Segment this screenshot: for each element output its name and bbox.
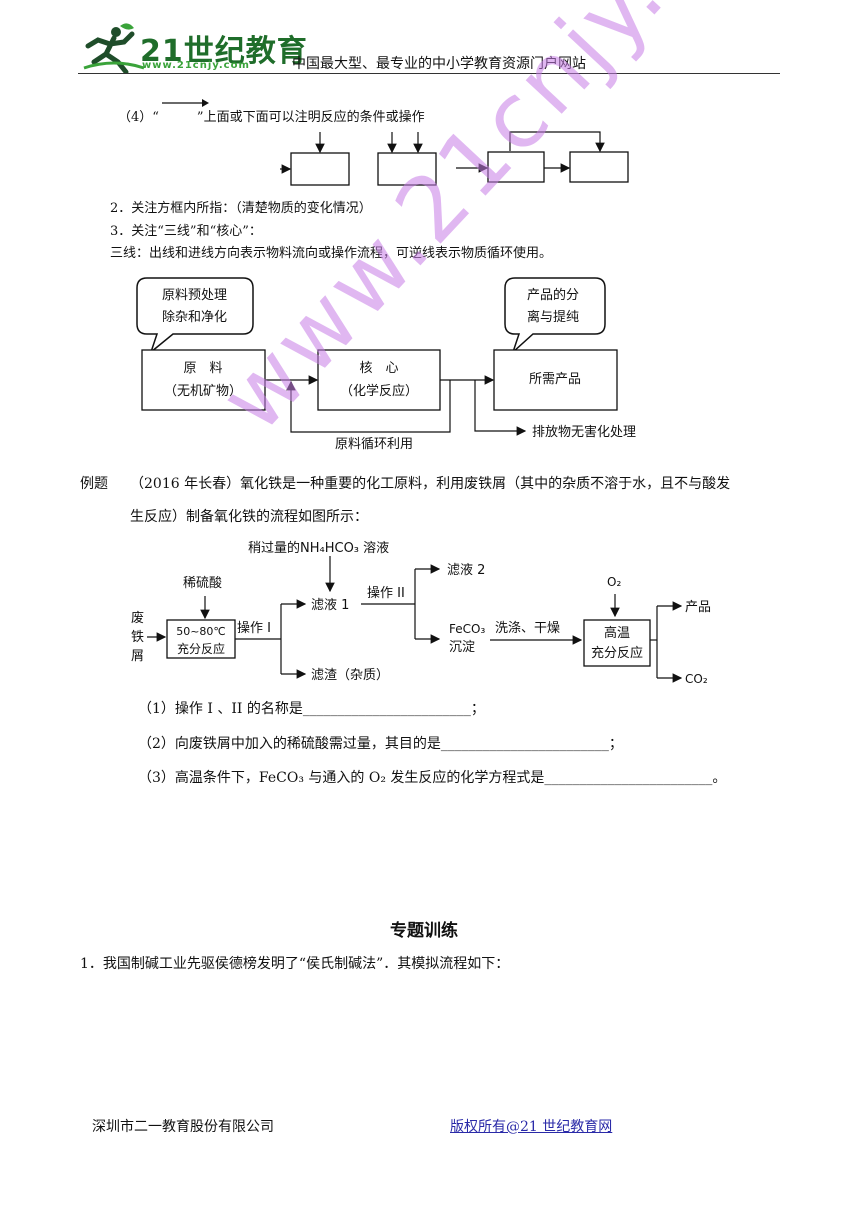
box2-line1: 高温 [604,625,630,641]
feco3-line1: FeCO₃ [449,622,485,636]
box1-line1: 50~80℃ [176,625,226,638]
bubble-left-line1: 原料预处理 [162,288,227,303]
example-label: 例题 [80,476,108,492]
question-1: （1）操作 I 、II 的名称是________________________… [138,701,485,717]
logo-text: 21世纪教育 [140,34,308,69]
question-3: （3）高温条件下，FeCO₃ 与通入的 O₂ 发生反应的化学方程式是______… [138,770,727,786]
bubble-right [504,277,606,355]
scrap-line1: 废 [131,610,144,626]
waste-label: 排放物无害化处理 [532,424,636,440]
question-2: （2）向废铁屑中加入的稀硫酸需过量，其目的是__________________… [138,736,623,752]
item-4: （4）“ ”上面或下面可以注明反应的条件或操作 [118,106,425,125]
box-product-label: 所需产品 [529,372,581,387]
feco3-line2: 沉淀 [449,640,475,655]
box2-line2: 充分反应 [591,645,643,661]
box-raw-material [141,349,266,411]
o2-label: O₂ [607,575,621,589]
annotation-examples-diagram [280,131,629,186]
filtrate2-label: 滤液 2 [447,563,485,578]
item-4-prefix: （4）“ [118,110,159,125]
item-3-detail: 三线：出线和进线方向表示物料流向或操作流程，可逆线表示物质循环使用。 [110,246,553,261]
scrap-line3: 屑 [131,649,144,664]
header-divider [78,73,780,74]
box1-line2: 充分反应 [177,641,225,656]
training-title: 专题训练 [390,921,458,941]
logo-url: www.21cnjy.com [142,60,250,71]
wash-label: 洗涤、干燥 [495,621,560,636]
logo-runner-icon [83,23,145,74]
item-2: 2．关注方框内所指：（清楚物质的变化情况） [110,201,372,216]
example-text-line1: （2016 年长春）氧化铁是一种重要的化工原料，利用废铁屑（其中的杂质不溶于水，… [130,476,731,492]
bubble-left [136,277,254,355]
item-4-text: ”上面或下面可以注明反应的条件或操作 [196,110,425,125]
arrow-icon [162,99,209,107]
box-raw-line2: （无机矿物） [164,384,242,399]
op1-label: 操作 I [237,620,271,636]
filtrate1-label: 滤液 1 [311,598,349,613]
bubble-right-line2: 离与提纯 [527,309,579,325]
reaction-box-1 [166,619,236,659]
box-product [493,349,618,411]
residue-label: 滤渣（杂质） [311,668,389,683]
box-core [317,349,441,411]
iron-oxide-flow-diagram: 稍过量的NH₄HCO₃ 溶液 稀硫酸 废 铁 屑 50~80℃ 充分反应 操作 … [131,540,711,686]
box-core-line1: 核 心 [359,361,398,376]
reaction-box-2 [583,619,651,667]
box-raw-line1: 原 料 [183,361,222,376]
scrap-line2: 铁 [131,630,144,645]
acid-label: 稀硫酸 [183,576,222,591]
footer-copyright-link[interactable]: 版权所有@21 世纪教育网 [450,1119,613,1135]
footer-company: 深圳市二一教育股份有限公司 [92,1119,274,1135]
training-question-1: 1．我国制碱工业先驱侯德榜发明了“侯氏制碱法”．其模拟流程如下： [80,956,510,972]
bubble-right-line1: 产品的分 [527,287,579,303]
reagent-top: 稍过量的NH₄HCO₃ 溶液 [248,540,389,556]
recycle-label: 原料循环利用 [335,437,413,452]
product-label: 产品 [685,600,711,615]
process-flow-diagram: 原料预处理 除杂和净化 产品的分 离与提纯 原 料 （无机矿物） 核 心 （化学… [136,277,636,452]
op2-label: 操作 II [367,585,405,601]
example-text-line2: 生反应）制备氧化铁的流程如图所示： [130,509,368,525]
header-tagline: 中国最大型、最专业的中小学教育资源门户网站 [292,56,586,72]
co2-label: CO₂ [685,672,708,686]
item-3: 3．关注“三线”和“核心”： [110,224,262,239]
box-core-line2: （化学反应） [340,383,418,399]
bubble-left-line2: 除杂和净化 [162,310,227,325]
